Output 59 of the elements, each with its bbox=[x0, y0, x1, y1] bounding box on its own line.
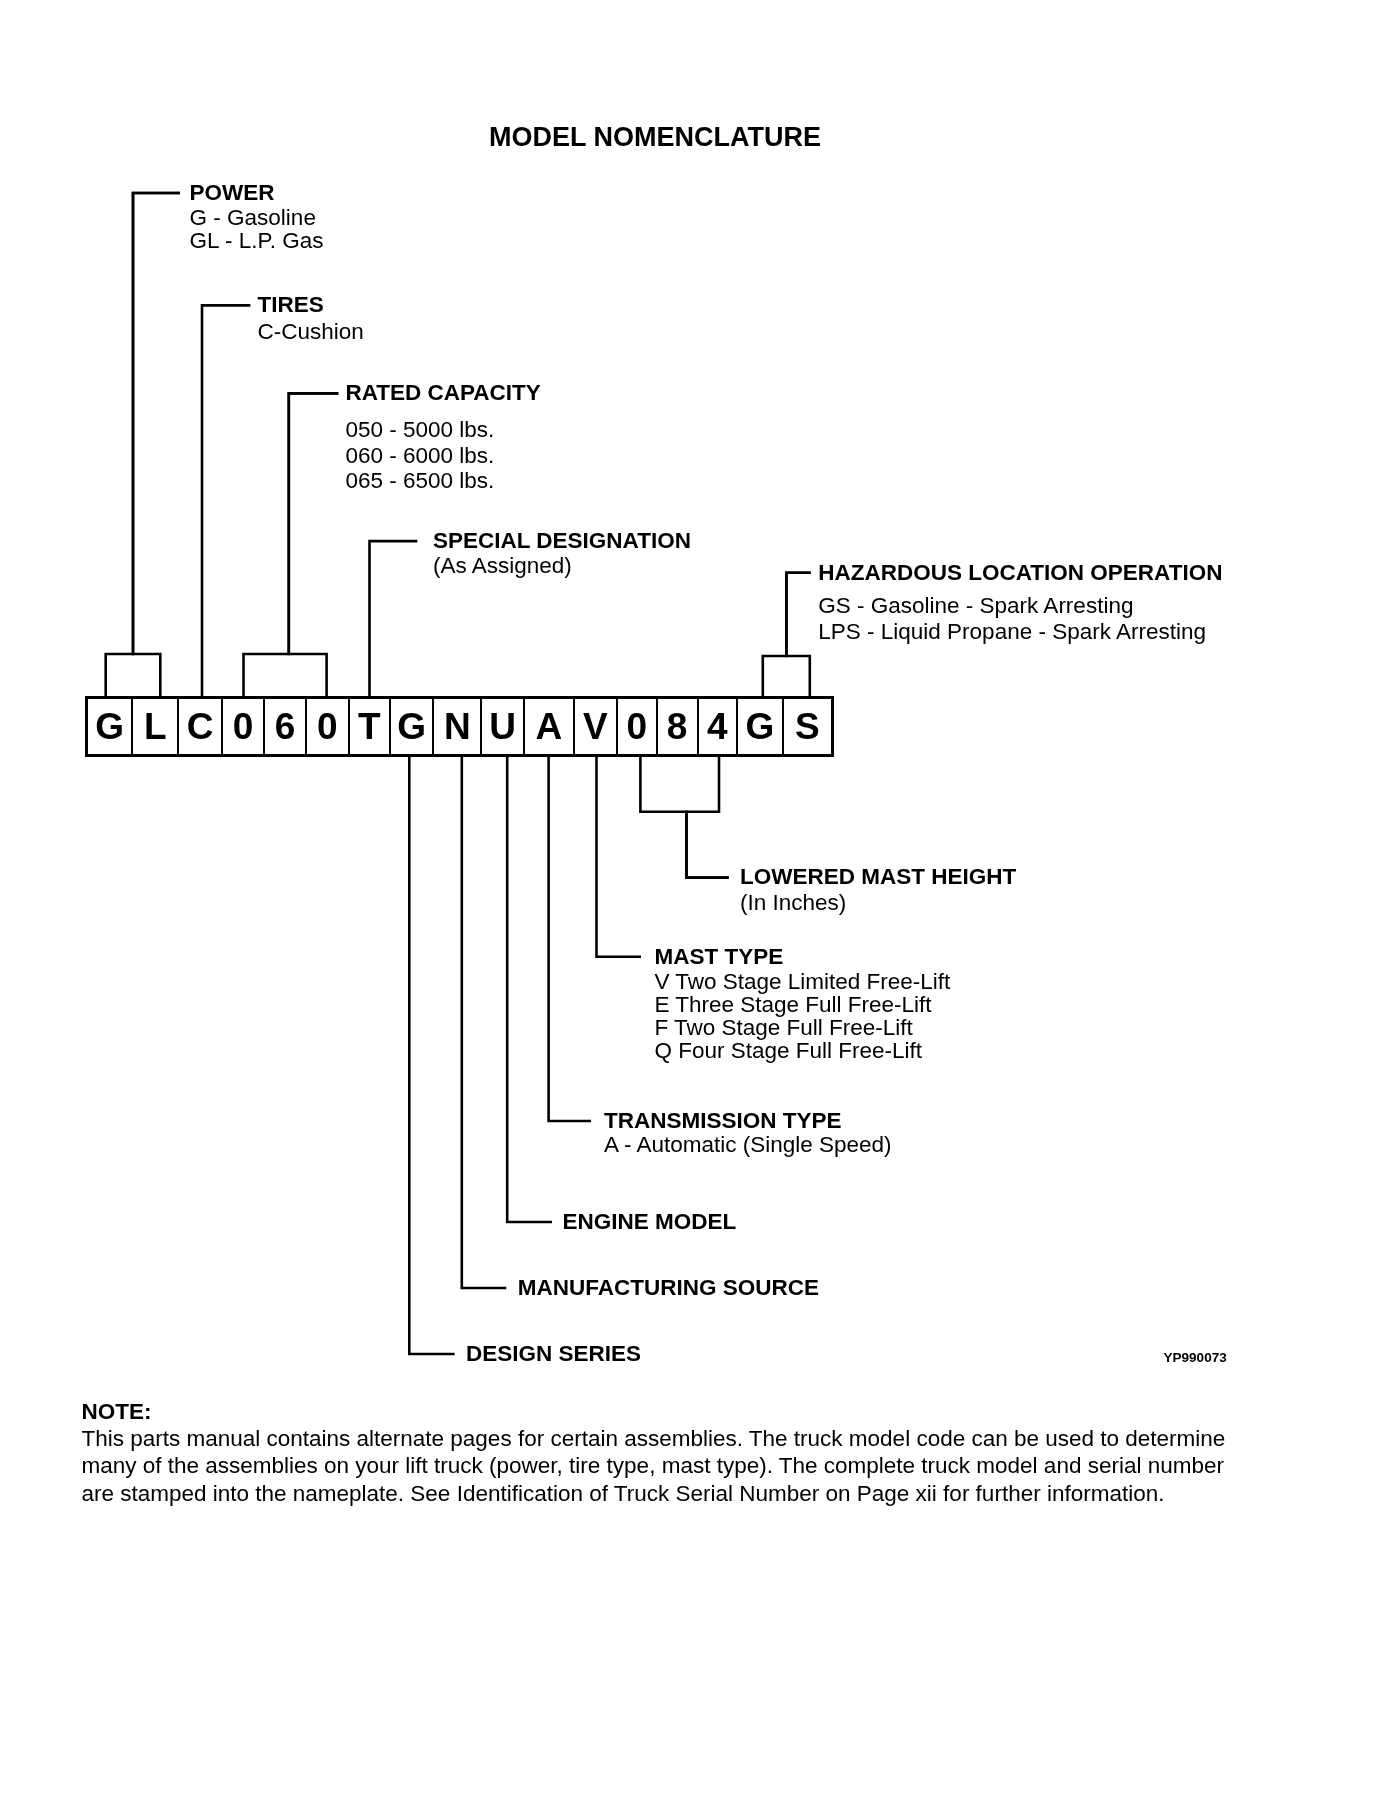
category-description: 060 - 6000 lbs. bbox=[345, 443, 496, 467]
code-character: G bbox=[735, 698, 782, 754]
code-character: 8 bbox=[655, 698, 697, 754]
code-character: 0 bbox=[305, 698, 348, 754]
category-heading: DESIGN SERIES bbox=[466, 1341, 642, 1365]
category-description: G - Gasoline bbox=[189, 206, 317, 230]
category-description: V Two Stage Limited Free-Lift bbox=[654, 970, 951, 994]
category-heading: LOWERED MAST HEIGHT bbox=[740, 865, 1017, 889]
code-character: 6 bbox=[262, 698, 306, 754]
category-heading: HAZARDOUS LOCATION OPERATION bbox=[818, 560, 1223, 584]
leader-line bbox=[408, 754, 455, 1356]
category-description: C-Cushion bbox=[257, 320, 364, 343]
category-description: A - Automatic (Single Speed) bbox=[603, 1132, 892, 1156]
category-heading: SPECIAL DESIGNATION bbox=[433, 528, 691, 552]
code-character: G bbox=[388, 698, 433, 754]
code-character: S bbox=[781, 698, 831, 754]
category-description: E Three Stage Full Free-Lift bbox=[654, 993, 933, 1017]
leader-line bbox=[785, 571, 812, 699]
code-character: C bbox=[177, 698, 221, 754]
diagram-title: MODEL NOMENCLATURE bbox=[489, 121, 821, 152]
category-description: (In Inches) bbox=[740, 890, 848, 914]
category-heading: RATED CAPACITY bbox=[345, 381, 541, 405]
category-heading: ENGINE MODEL bbox=[562, 1209, 737, 1233]
category-description: Q Four Stage Full Free-Lift bbox=[654, 1039, 923, 1063]
category-description: GS - Gasoline - Spark Arresting bbox=[818, 593, 1135, 617]
leader-line bbox=[131, 191, 180, 699]
code-character: V bbox=[572, 698, 616, 754]
leader-line bbox=[368, 539, 418, 699]
model-code-strip bbox=[85, 695, 834, 757]
leader-line bbox=[460, 754, 507, 1290]
code-character: A bbox=[523, 698, 573, 754]
leader-line bbox=[200, 304, 251, 699]
code-character: N bbox=[432, 698, 481, 754]
category-heading: MAST TYPE bbox=[654, 944, 785, 968]
code-character: U bbox=[480, 698, 524, 754]
category-description: 065 - 6500 lbs. bbox=[345, 469, 496, 493]
category-description: LPS - Liquid Propane - Spark Arresting bbox=[818, 619, 1207, 643]
note-text: This parts manual contains alternate pages for certain assemblies. The truck model code can be used to determine many of the assemblies on your lift truck (power, tire type, mast type). The complete truck model and serial number are stamped into the nameplate. See Identification of Truck Serial Number on Page xii for further information. bbox=[81, 1425, 1227, 1508]
leader-line bbox=[595, 754, 641, 959]
figure-number: YP990073 bbox=[1163, 1350, 1227, 1366]
category-heading: TIRES bbox=[257, 293, 325, 317]
category-heading: TRANSMISSION TYPE bbox=[603, 1108, 843, 1132]
category-description: 050 - 5000 lbs. bbox=[345, 418, 496, 442]
code-character: 4 bbox=[696, 698, 736, 754]
category-description: F Two Stage Full Free-Lift bbox=[654, 1016, 914, 1040]
category-description: (As Assigned) bbox=[433, 554, 573, 578]
code-character: T bbox=[347, 698, 389, 754]
category-heading: MANUFACTURING SOURCE bbox=[517, 1275, 820, 1299]
leader-line bbox=[505, 754, 552, 1224]
code-character: L bbox=[131, 698, 178, 754]
category-description: GL - L.P. Gas bbox=[189, 229, 324, 253]
category-heading: POWER bbox=[189, 180, 276, 204]
leader-line bbox=[547, 754, 591, 1123]
code-character: 0 bbox=[615, 698, 656, 754]
leader-line bbox=[287, 392, 339, 699]
code-character: G bbox=[88, 698, 132, 754]
leader-line bbox=[685, 754, 729, 879]
note-heading: NOTE: bbox=[81, 1399, 152, 1423]
code-character: 0 bbox=[221, 698, 263, 754]
